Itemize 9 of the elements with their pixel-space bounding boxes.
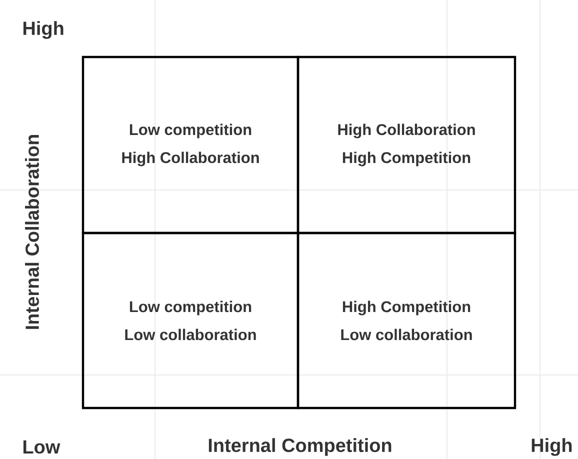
quadrant-box: Low competition Low collaboration [82,232,300,410]
axis-label: High [532,438,572,456]
quadrant-box: High Competition Low collaboration [296,232,516,410]
axis-label: High [23,21,64,39]
axis-label: Low [23,440,60,454]
quadrant-box: High Collaboration High Competition [296,56,516,234]
axis-title: Internal Competition [208,438,392,456]
axis-title: Internal Collaboration [25,135,39,329]
quadrant-box: Low competition High Collaboration [82,56,300,234]
